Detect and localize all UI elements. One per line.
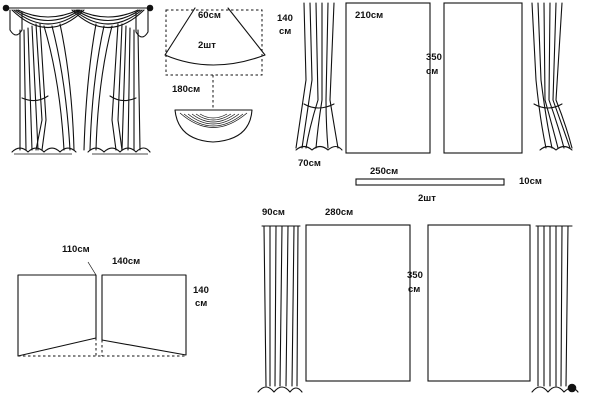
panel1-width-label: 210см (355, 10, 384, 21)
swag-height-label: 140 (277, 13, 293, 24)
drape1-width-label: 70см (298, 158, 321, 169)
panel1-height-label: 350 (426, 52, 442, 63)
panel1-height-unit-label: см (426, 66, 439, 77)
drape2-width-label: 90см (262, 207, 285, 218)
cafe-height-unit-label: см (195, 298, 208, 309)
strip-quantity-label: 2шт (418, 193, 436, 204)
swag-base-label: 180см (172, 84, 201, 95)
cafe-dimension-1-label: 110см (62, 244, 90, 255)
panel2-width-label: 280см (325, 207, 354, 218)
cafe-curtain-pattern-diagram (17, 261, 187, 357)
panel-set-2-diagram (257, 224, 579, 393)
curtain-with-swags-illustration (2, 4, 154, 155)
cafe-height-label: 140 (193, 285, 209, 296)
swag-width-label: 60см (198, 10, 221, 21)
tieback-strip-diagram (355, 178, 505, 186)
cafe-dimension-2-label: 140см (112, 256, 141, 267)
swag-quantity-label: 2шт (198, 40, 216, 51)
panel2-height-unit-label: см (408, 284, 421, 295)
strip-width-label: 250см (370, 166, 399, 177)
strip-height-label: 10см (519, 176, 542, 187)
panel2-height-label: 350 (407, 270, 423, 281)
swag-height-unit-label: см (279, 26, 292, 37)
swag-pattern-diagram (164, 7, 266, 143)
panel-set-1-diagram (295, 2, 573, 154)
